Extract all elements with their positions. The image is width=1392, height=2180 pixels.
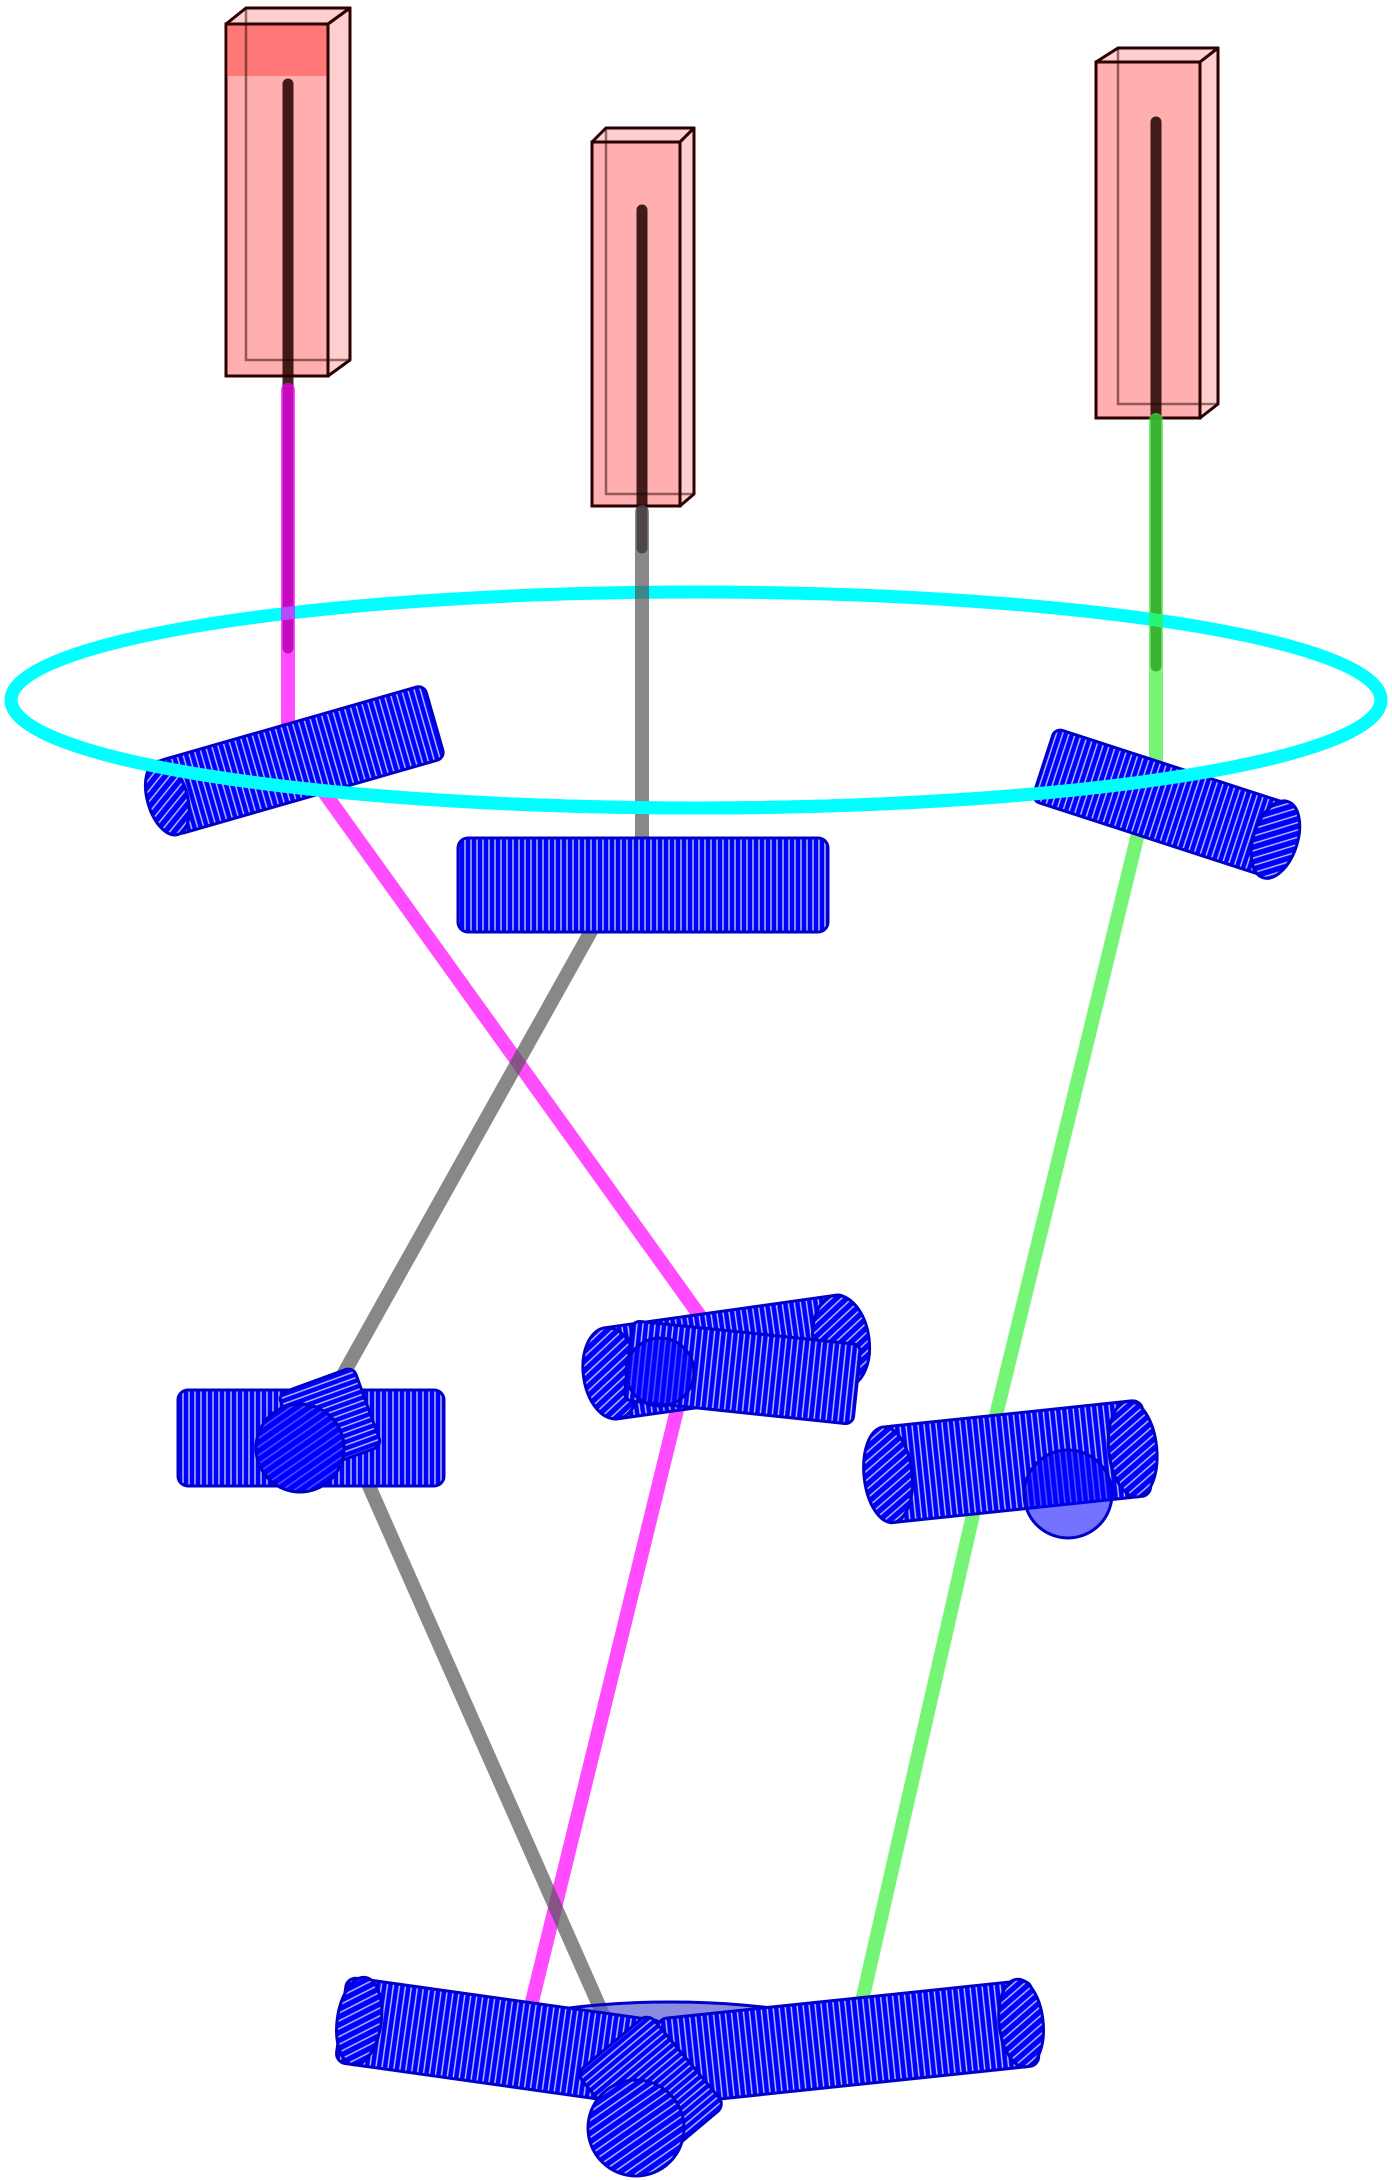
actuator-left	[224, 6, 352, 378]
joint-top-left	[143, 685, 445, 837]
actuator-middle	[590, 126, 696, 508]
joint-elbow-right	[862, 1399, 1159, 1540]
end-effector-platform	[335, 1975, 1045, 2178]
base-ring-front	[4, 699, 1388, 815]
green-leg	[853, 413, 1163, 2017]
actuator-right	[1094, 46, 1220, 420]
joint-top-middle	[456, 836, 830, 934]
joint-elbow-middle	[581, 1293, 872, 1425]
joint-top-right	[1032, 728, 1302, 880]
actuator-rods	[282, 78, 1162, 672]
gray-leg	[323, 505, 649, 2087]
magenta-leg	[281, 383, 707, 2017]
joint-elbow-left	[176, 1367, 446, 1494]
